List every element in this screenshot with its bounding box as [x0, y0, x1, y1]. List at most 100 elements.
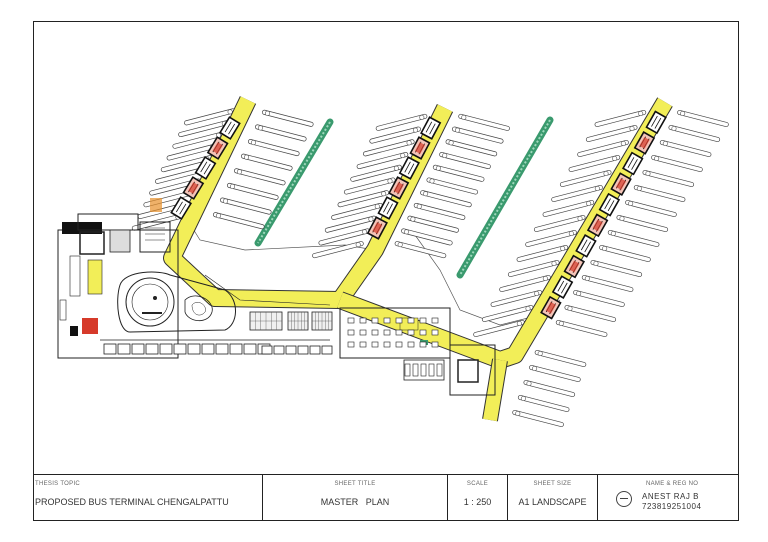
seat-mark: [371, 317, 379, 324]
block-outline: [645, 110, 667, 135]
bus-bay-inner: [669, 125, 720, 142]
bus-bay-inner: [439, 152, 491, 169]
bus-bay-inner: [608, 230, 659, 247]
bus-bay-inner: [660, 140, 711, 157]
block-detail: [407, 163, 415, 175]
bay-marker: [612, 156, 618, 162]
bus-bay-inner: [184, 109, 235, 125]
shop-strip: [100, 339, 333, 355]
thesis-topic-label: THESIS TOPIC: [35, 481, 81, 487]
bay-marker: [629, 126, 635, 132]
block-detail: [557, 280, 565, 292]
block-fill: [393, 182, 404, 194]
block-detail: [224, 121, 232, 133]
bay-marker: [223, 198, 229, 204]
bus-bay-inner: [677, 110, 729, 127]
block-detail: [200, 161, 208, 173]
wing-block: [377, 196, 399, 220]
seat-mark: [359, 329, 367, 336]
bus-bay-inner: [535, 350, 586, 367]
bay-marker: [410, 216, 416, 222]
scale-label: SCALE: [466, 481, 489, 487]
bus-bay-inner: [319, 229, 370, 245]
counter-mark: [428, 363, 435, 377]
seat-mark: [407, 329, 415, 336]
bus-bay-inner: [248, 139, 299, 156]
bay-marker: [602, 246, 608, 252]
bus-bay-inner: [370, 127, 421, 143]
bay-marker: [362, 229, 368, 235]
bay-marker: [662, 141, 668, 147]
seat-mark: [419, 329, 427, 336]
wing-block: [586, 213, 609, 238]
bus-bay-inner: [234, 169, 285, 185]
wing-block: [633, 131, 656, 155]
block-detail: [425, 121, 433, 133]
bay-marker: [227, 109, 233, 115]
bus-bay-inner: [376, 114, 427, 131]
shop-unit: [321, 345, 333, 355]
counter-mark: [404, 363, 411, 377]
bay-marker: [526, 380, 532, 386]
bay-marker: [257, 125, 263, 131]
bus-bay-inner: [241, 154, 292, 170]
wing-block: [170, 196, 193, 220]
bay-marker: [406, 140, 412, 146]
block-detail: [584, 241, 592, 253]
bus-bay-inner: [414, 203, 465, 220]
shop-unit: [131, 343, 145, 355]
bus-bay-inner: [433, 165, 484, 182]
bus-bay-inner: [599, 245, 651, 262]
bus-bay-inner: [338, 190, 389, 207]
sheet-title-cell: SHEET TITLE MASTER PLAN: [263, 475, 448, 521]
wing-block: [218, 116, 241, 140]
wing-block: [551, 275, 574, 299]
bay-marker: [525, 305, 531, 311]
bay-marker: [537, 350, 543, 356]
bay-marker: [400, 153, 406, 159]
counter-mark: [412, 363, 419, 377]
bus-bay-inner: [512, 410, 564, 427]
block-outline: [420, 116, 442, 140]
bus-bay-inner: [518, 395, 569, 412]
name-value: ANEST RAJ B: [642, 492, 699, 501]
wing-block: [182, 176, 205, 200]
bay-marker: [636, 186, 642, 192]
sheet-title-value: MASTER PLAN: [320, 497, 390, 507]
block-fill: [639, 137, 650, 149]
bay-marker: [542, 275, 548, 281]
wing-block: [610, 172, 632, 196]
bus-bay-inner: [452, 127, 503, 143]
shop-unit: [261, 345, 273, 355]
bay-marker: [230, 183, 236, 189]
block-detail: [604, 198, 611, 210]
bus-bay-inner: [595, 110, 646, 127]
seat-mark: [419, 341, 427, 348]
shop-unit: [285, 345, 297, 355]
block-detail: [580, 239, 588, 251]
bay-marker: [244, 154, 250, 160]
seat-mark: [347, 341, 355, 348]
bus-bay-inner: [408, 216, 459, 232]
bus-bay-inner: [625, 200, 677, 217]
bus-bay-inner: [543, 200, 594, 217]
bus-bay-inner: [459, 114, 510, 131]
bay-marker: [532, 365, 538, 371]
block-outline: [598, 192, 621, 217]
shop-unit: [187, 343, 201, 355]
bus-bay-inner: [161, 155, 212, 172]
seat-mark: [407, 341, 415, 348]
bus-bay-inner: [473, 320, 525, 337]
wing-block: [420, 116, 442, 140]
bus-bay-inner: [178, 120, 230, 137]
shop-unit: [201, 343, 215, 355]
bus-bay-inner: [482, 305, 533, 322]
block-detail: [651, 115, 658, 127]
wing-block: [598, 192, 621, 217]
bus-bay-inner: [582, 275, 633, 292]
bay-marker: [610, 231, 616, 237]
seat-mark: [359, 341, 367, 348]
bus-bay-inner: [617, 215, 668, 232]
